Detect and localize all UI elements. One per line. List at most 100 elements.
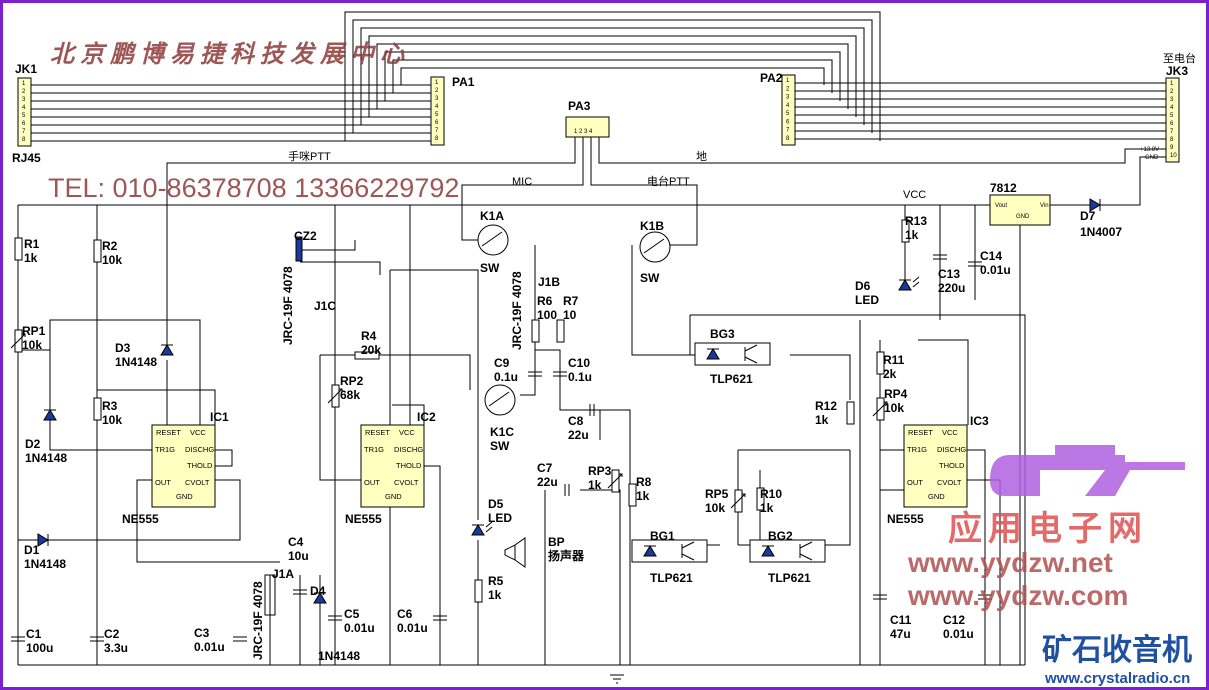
ic-pin-cvolt: CVOLT — [937, 478, 962, 487]
pin-number: 3 — [786, 95, 790, 101]
r2-ref: R2 — [102, 239, 118, 253]
jk3-label: JK3 — [1166, 64, 1188, 78]
watermark-crystal-url: www.crystalradio.cn — [1044, 670, 1190, 687]
watermark-tel: TEL: 010-86378708 13366229792 — [48, 173, 459, 203]
pin-number: 7 — [786, 128, 790, 134]
rp2-value: 68k — [340, 388, 360, 402]
pin-number: 3 — [435, 96, 439, 102]
jk3-note: 至电台 — [1163, 51, 1196, 65]
c5-ref: C5 — [344, 607, 360, 621]
r2-value: 10k — [102, 253, 122, 267]
d4-ref: D4 — [310, 584, 326, 598]
resistor — [531, 319, 540, 343]
jk1-type: RJ45 — [12, 151, 41, 165]
ic2-value: NE555 — [345, 512, 382, 526]
c10-ref: C10 — [568, 356, 590, 370]
r8-ref: R8 — [636, 475, 652, 489]
wire — [368, 35, 857, 117]
capacitor — [933, 254, 947, 260]
rp1-ref: RP1 — [22, 324, 46, 338]
r3-value: 10k — [102, 413, 122, 427]
capacitor — [873, 594, 887, 600]
wire — [18, 319, 201, 425]
potentiometer-wiper — [730, 493, 746, 509]
d7-value: 1N4007 — [1080, 225, 1122, 239]
diode — [160, 344, 174, 356]
capacitor — [528, 371, 542, 377]
resistor — [876, 351, 885, 375]
optocoupler-body — [749, 539, 826, 563]
wire — [400, 67, 825, 85]
diode — [706, 348, 720, 360]
resistor — [756, 487, 765, 511]
c3-value: 0.01u — [194, 640, 225, 654]
jk3-pin10: GND — [1145, 155, 1159, 161]
relay-label-j1b: JRC-19F 4078 — [510, 271, 524, 350]
ic-pin-trig: TR1G — [364, 445, 384, 454]
pin-number: 6 — [435, 120, 439, 126]
pa3-pins: 1 2 3 4 — [574, 129, 593, 135]
d1-ref: D1 — [24, 543, 40, 557]
pa1-label: PA1 — [452, 75, 475, 89]
speaker — [504, 537, 526, 568]
ic-pin-gnd: GND — [176, 492, 193, 501]
c9-ref: C9 — [494, 356, 510, 370]
ic3-value: NE555 — [887, 512, 924, 526]
pin-number: 9 — [1170, 145, 1174, 151]
wire — [344, 11, 881, 141]
ic2-ref: IC2 — [417, 410, 436, 424]
wire — [967, 449, 986, 665]
wire — [520, 245, 536, 396]
r11-ref: R11 — [883, 353, 905, 367]
rp3-value: 1k — [588, 478, 602, 492]
capacitor — [564, 484, 570, 496]
rp2-ref: RP2 — [340, 374, 364, 388]
pa3-connector — [565, 116, 610, 138]
components: 12345678123456781234567812345678910RESET… — [10, 74, 1180, 684]
wire — [590, 137, 698, 246]
cz2-jack — [295, 236, 303, 262]
pa3-label: PA3 — [568, 99, 591, 113]
wire — [790, 354, 851, 400]
c11-ref: C11 — [890, 613, 912, 627]
k1b-value: SW — [640, 271, 660, 285]
wire — [392, 59, 833, 93]
wire — [166, 137, 576, 345]
led-arrows — [485, 521, 493, 533]
r1-ref: R1 — [24, 237, 40, 251]
c5-value: 0.01u — [344, 621, 375, 635]
c2-ref: C2 — [104, 627, 120, 641]
ic-pin-disch: DISCHG — [937, 445, 966, 454]
bg1-value: TLP621 — [650, 571, 693, 585]
ic-pin-gnd: GND — [385, 492, 402, 501]
c3-ref: C3 — [194, 626, 210, 640]
wire — [631, 245, 690, 356]
k1c-value: SW — [490, 439, 510, 453]
d4-value: 1N4148 — [318, 649, 360, 663]
pa2-connector — [781, 74, 796, 146]
ic3-body — [903, 424, 968, 508]
wire — [1100, 156, 1166, 206]
ic-pin-reset: RESET — [908, 428, 933, 437]
rp4-value: 10k — [884, 401, 904, 415]
r7-value: 10 — [563, 308, 577, 322]
pin-number: 8 — [1170, 137, 1174, 143]
ground-symbol — [610, 674, 624, 684]
net-ground: 地 — [696, 150, 707, 163]
switch-body — [484, 384, 516, 416]
pin-number: 8 — [22, 137, 26, 143]
pin-number: 2 — [22, 89, 26, 95]
rp1-value: 10k — [22, 338, 42, 352]
wire — [352, 19, 873, 133]
pin-number: 1 — [1170, 81, 1174, 87]
r10-value: 1k — [760, 501, 774, 515]
pin-number: 1 — [435, 80, 439, 86]
optocoupler-body — [631, 539, 708, 563]
wire — [360, 27, 865, 125]
c14-ref: C14 — [980, 249, 1002, 263]
capacitor — [90, 636, 104, 642]
wire — [738, 450, 851, 546]
r6-value: 100 — [537, 308, 557, 322]
bg2-value: TLP621 — [768, 571, 811, 585]
d5-value: LED — [488, 511, 512, 525]
